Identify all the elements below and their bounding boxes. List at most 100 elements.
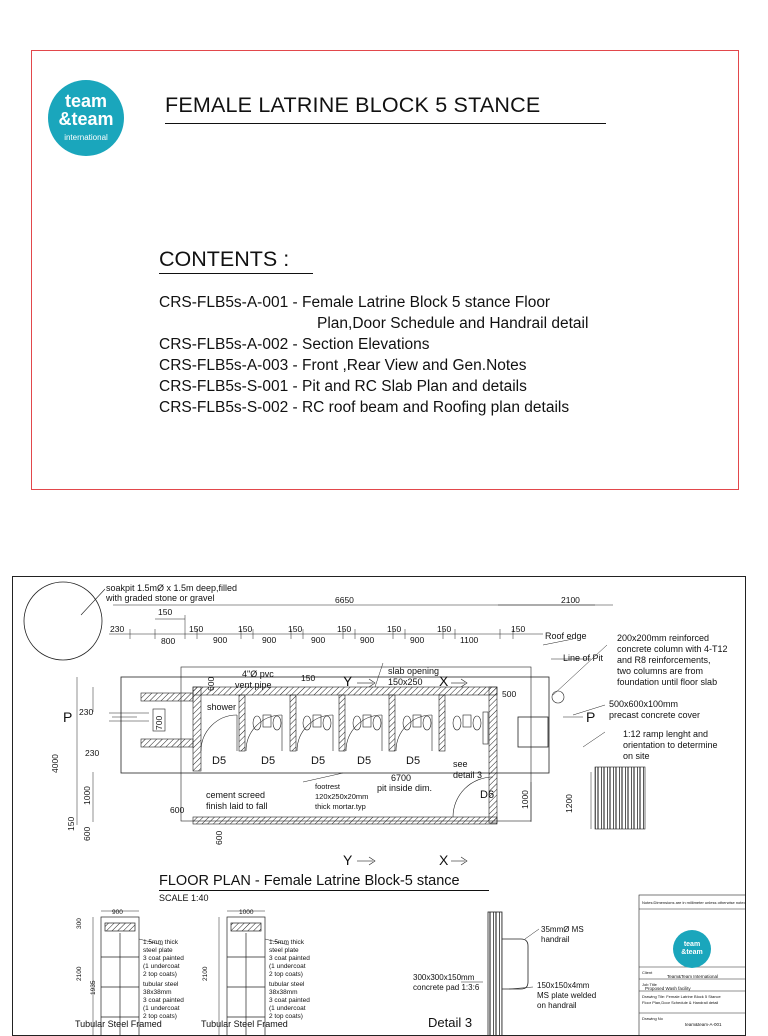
contents-item: CRS-FLB5s-S-002 - RC roof beam and Roofi… — [159, 399, 570, 416]
title-block-job-label: Job Title — [642, 982, 657, 987]
contents-item: CRS-FLB5s-A-001 - Female Latrine Block 5… — [159, 294, 551, 311]
door-b-note-5: 2 top coats) — [143, 1013, 177, 1020]
dim-1000: 1000 — [520, 790, 530, 809]
floor-plan-scale: SCALE 1:40 — [159, 893, 209, 903]
dim-600: 600 — [170, 805, 185, 815]
dim-230: 230 — [110, 624, 125, 634]
door-a-note-5: 2 top coats) — [269, 971, 303, 978]
contents-heading: CONTENTS : — [159, 247, 290, 271]
door-b-note-4: (1 undercoat — [143, 1005, 180, 1012]
see-detail-note-1: see — [453, 759, 468, 769]
title-block-number: team&team-A-001 — [685, 1022, 722, 1027]
title-underline — [165, 123, 606, 124]
pit-dimension-note: pit inside dim. — [377, 783, 433, 793]
contents-item-continuation: Plan,Door Schedule and Handrail detail — [317, 315, 589, 332]
door-a-note-4: (1 undercoat — [269, 963, 306, 970]
title-block-logo-line-1: team — [683, 941, 701, 948]
dim-150: 150 — [387, 624, 402, 634]
dim-900: 900 — [262, 635, 277, 645]
dim-1200: 1200 — [564, 794, 574, 813]
contents-item: CRS-FLB5s-S-001 - Pit and RC Slab Plan a… — [159, 378, 527, 395]
line-of-pit-label: Line of Pit — [563, 653, 604, 663]
dim-700: 700 — [154, 715, 164, 730]
door-b-note-5: 2 top coats) — [269, 1013, 303, 1020]
detail-3-title: Detail 3 — [428, 1015, 473, 1030]
footrest-note-3: thick mortar.typ — [315, 802, 366, 811]
dim-150: 150 — [511, 624, 526, 634]
slab-opening-note-1: slab opening — [388, 666, 440, 676]
door-b-note-3: 3 coat painted — [269, 997, 310, 1004]
floor-plan-linework — [23, 581, 745, 1035]
section-marker-x-top: X — [439, 673, 449, 689]
dim-900: 900 — [360, 635, 375, 645]
column-note-2: concrete column with 4-T12 — [617, 644, 728, 654]
contents-item: CRS-FLB5s-A-003 - Front ,Rear View and G… — [159, 357, 527, 374]
title-block-client-label: Client — [642, 970, 653, 975]
floor-plan-title: FLOOR PLAN - Female Latrine Block-5 stan… — [159, 873, 460, 889]
dim-total-width: 6650 — [335, 595, 354, 605]
handrail-note-1: 35mmØ MS — [541, 925, 584, 934]
door-b-note-3: 3 coat painted — [143, 997, 184, 1004]
roof-edge-label: Roof edge — [545, 631, 587, 641]
pad-note-2: concrete pad 1:3:6 — [413, 983, 480, 992]
logo-line-international: international — [64, 133, 108, 142]
dim-230: 230 — [79, 707, 94, 717]
title-block-logo-line-2: &team — [681, 949, 703, 956]
door-b-note-1: tubular steel — [269, 981, 305, 988]
dim-1100: 1100 — [460, 635, 479, 645]
dim-150: 150 — [288, 624, 303, 634]
door-tag-d5: D5 — [406, 755, 421, 767]
shower-label: shower — [207, 702, 237, 712]
ramp-note-3: on site — [623, 751, 650, 761]
section-marker-p-right: P — [586, 709, 596, 725]
door-a-note-2: steel plate — [269, 947, 299, 954]
title-block-job: Proposed Wash facility — [645, 986, 691, 991]
column-note-1: 200x200mm reinforced — [617, 633, 710, 643]
column-note-4: two columns are from — [617, 666, 704, 676]
contents-underline — [159, 273, 313, 274]
dim-900: 900 — [410, 635, 425, 645]
dim-150: 150 — [66, 816, 76, 831]
dim-900: 900 — [311, 635, 326, 645]
screed-note-1: cement screed — [206, 790, 266, 800]
cover-panel: team &team international FEMALE LATRINE … — [31, 50, 739, 490]
door-height-1935: 1935 — [90, 980, 97, 995]
dim-900: 900 — [213, 635, 228, 645]
cover-note-2: precast concrete cover — [609, 710, 701, 720]
section-marker-y-bottom: Y — [343, 852, 353, 868]
dim-600: 600 — [82, 826, 92, 841]
ramp-note-1: 1:12 ramp lenght and — [623, 729, 709, 739]
title-block-note: Notes:Dimensions are in millimeter unles… — [642, 900, 746, 905]
door-a-note-3: 3 coat painted — [269, 955, 310, 962]
dim-600: 600 — [214, 830, 224, 845]
footrest-note-2: 120x250x20mm — [315, 792, 369, 801]
footrest-note-1: footrest — [315, 782, 341, 791]
door-caption: Tubular Steel Framed — [201, 1019, 288, 1029]
soakpit-note: soakpit 1.5mØ x 1.5m deep,filled — [106, 583, 238, 593]
door-a-note-2: steel plate — [143, 947, 173, 954]
door-a-note-4: (1 undercoat — [143, 963, 180, 970]
title-block-number-label: Drawing No — [642, 1016, 663, 1021]
dim-600: 600 — [206, 676, 216, 691]
plate-note-3: on handrail — [537, 1001, 577, 1010]
door-tag-d5: D5 — [261, 755, 276, 767]
dim-150: 150 — [437, 624, 452, 634]
contents-item: CRS-FLB5s-A-002 - Section Elevations — [159, 336, 430, 353]
door-b-note-4: (1 undercoat — [269, 1005, 306, 1012]
door-tag-d5: D5 — [357, 755, 372, 767]
title-block-drawing-title: Drawing Tile: Female Latrine Block 5 Sta… — [642, 994, 721, 999]
title-block-logo: team &team — [673, 930, 711, 968]
section-marker-y-top: Y — [343, 673, 353, 689]
column-note-3: and R8 reinforcements, — [617, 655, 711, 665]
door-caption: Tubular Steel Framed — [75, 1019, 162, 1029]
dim-800: 800 — [161, 636, 176, 646]
vent-pipe-note-1: 4"Ø pvc — [242, 669, 274, 679]
dim-150: 150 — [238, 624, 253, 634]
soakpit-note-2: with graded stone or gravel — [106, 593, 215, 603]
dim-150: 150 — [337, 624, 352, 634]
floor-plan-title-underline — [159, 890, 489, 891]
dim-150: 150 — [189, 624, 204, 634]
see-detail-note-2: detail 3 — [453, 770, 483, 780]
dim-1000: 1000 — [82, 786, 92, 805]
door-width-900: 900 — [112, 909, 123, 916]
